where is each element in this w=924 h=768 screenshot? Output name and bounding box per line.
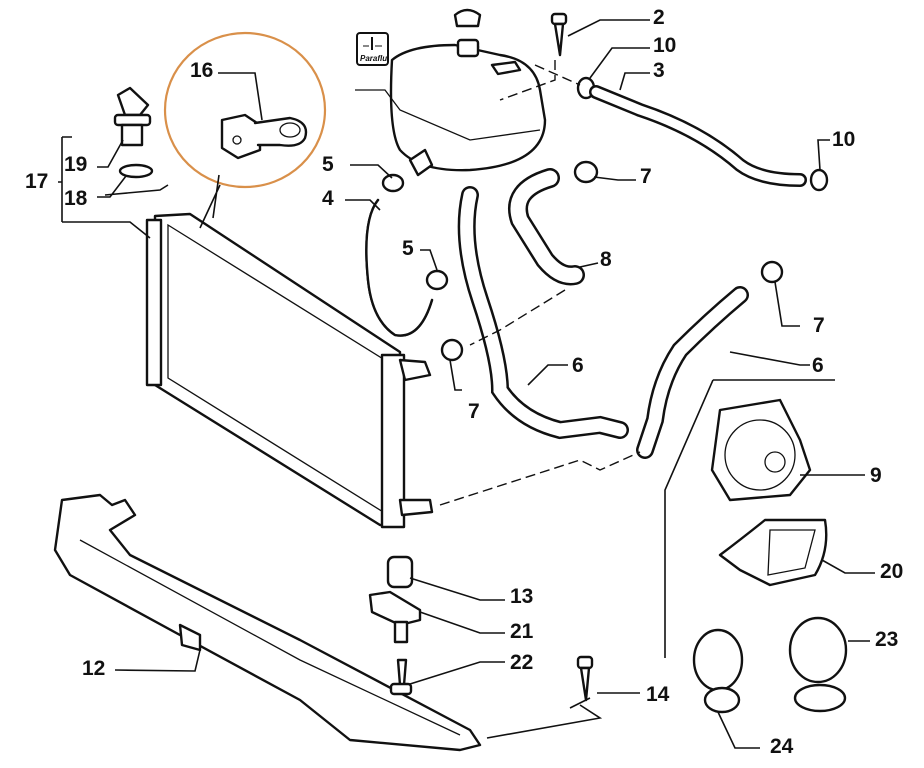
callout-5: 5 [322, 153, 334, 176]
callout-10: 10 [832, 128, 855, 151]
coolant-badge: Paraflu [356, 32, 389, 66]
seal-ring [118, 163, 154, 179]
callout-6: 6 [572, 354, 584, 377]
callout-7: 7 [468, 400, 480, 423]
clamp-5a [381, 173, 405, 193]
sensor-21 [368, 590, 422, 644]
callout-7: 7 [813, 314, 825, 337]
bracket-16 [220, 113, 308, 160]
callout-4: 4 [322, 187, 334, 210]
badge-text: Paraflu [360, 54, 387, 63]
callout-3: 3 [653, 59, 665, 82]
clamp-7b [440, 338, 464, 362]
leader-lines [58, 19, 875, 749]
callout-17: 17 [25, 170, 48, 193]
callout-23: 23 [875, 628, 898, 651]
grommet-13 [386, 555, 414, 589]
callout-14: 14 [646, 683, 670, 706]
callout-12: 12 [82, 657, 105, 680]
callout-20: 20 [880, 560, 903, 583]
clamp-10b [809, 168, 829, 192]
clip-24 [692, 628, 744, 714]
bracket-20 [718, 518, 828, 587]
callout-9: 9 [870, 464, 882, 487]
thermometer-icon [363, 37, 382, 50]
clamp-5b [425, 269, 449, 291]
callout-16: 16 [190, 59, 213, 82]
clamp-7c [760, 260, 784, 284]
callout-22: 22 [510, 651, 533, 674]
highlight-circle [163, 31, 327, 189]
crossmember-12 [53, 493, 482, 752]
clamp-7a [573, 160, 599, 184]
drain-plug [113, 86, 152, 147]
clip-23 [788, 616, 848, 713]
fan-housing-9 [710, 398, 812, 502]
callout-13: 13 [510, 585, 533, 608]
callout-2: 2 [653, 6, 665, 29]
expansion-tank [355, 8, 547, 177]
callout-24: 24 [770, 735, 794, 758]
callout-7: 7 [640, 165, 652, 188]
callout-18: 18 [64, 187, 88, 210]
screw-14 [576, 655, 594, 702]
radiator [145, 212, 434, 529]
callout-6: 6 [812, 354, 824, 377]
callout-8: 8 [600, 248, 612, 271]
callout-5: 5 [402, 237, 414, 260]
callout-21: 21 [510, 620, 534, 643]
callout-10: 10 [653, 34, 676, 57]
screw-2 [550, 12, 568, 57]
screw-22 [389, 658, 413, 696]
callout-19: 19 [64, 153, 87, 176]
